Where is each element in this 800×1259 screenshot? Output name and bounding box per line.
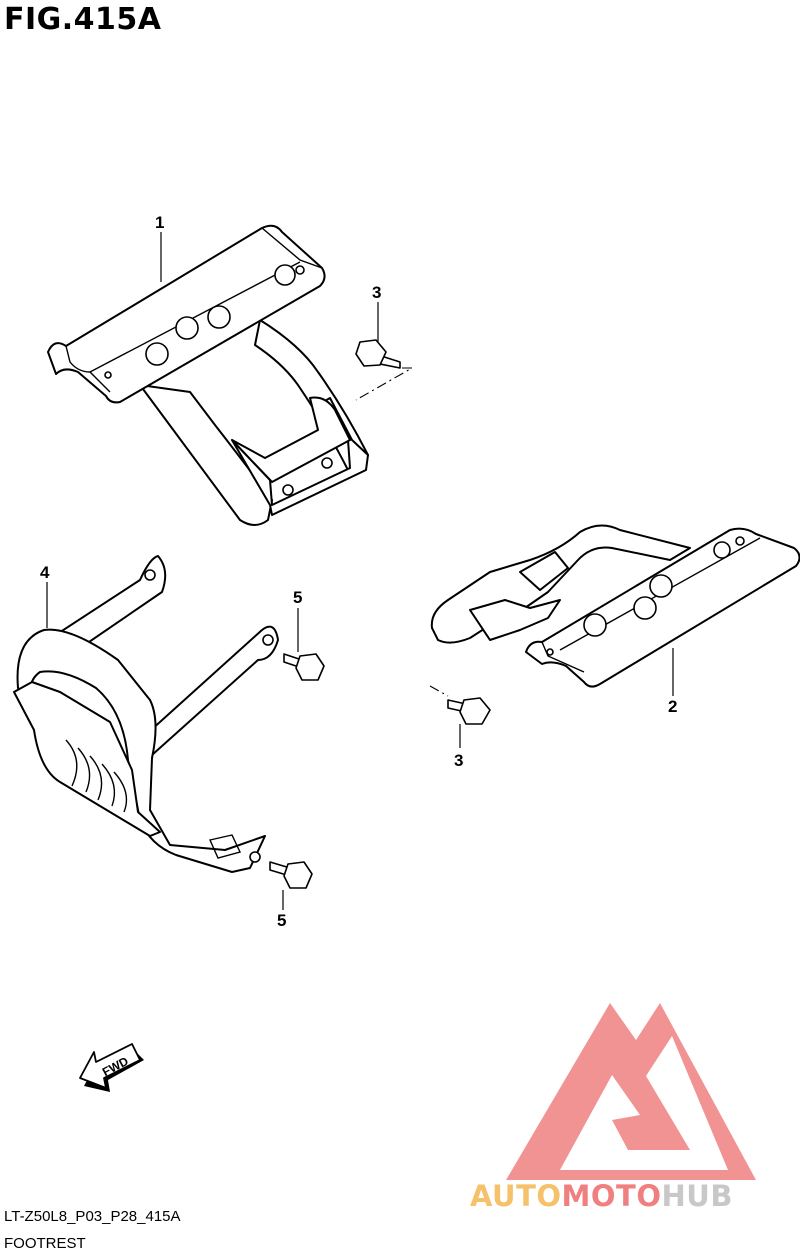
part-5-bolt-lower [269, 861, 313, 889]
callout-3-lower: 3 [454, 751, 463, 770]
watermark-logo: AUTOMOTOHUB [470, 1003, 756, 1213]
part-3-bolt-lower [447, 697, 491, 725]
part-2-footrest-bracket [430, 524, 800, 688]
part-5-bolt-upper [283, 653, 325, 681]
callout-2: 2 [668, 697, 677, 716]
svg-text:AUTOMOTOHUB: AUTOMOTOHUB [470, 1179, 733, 1213]
callout-3-upper: 3 [372, 283, 381, 302]
fwd-arrow-icon: FWD [79, 1043, 144, 1092]
watermark-auto: AUTO [470, 1179, 562, 1213]
part-3-bolt-upper [355, 339, 401, 369]
callout-5-lower: 5 [277, 911, 286, 930]
figure-name: FOOTREST [4, 1235, 86, 1252]
part-4-footrest-guard [13, 555, 279, 873]
callout-5-upper: 5 [293, 588, 302, 607]
figure-code: LT-Z50L8_P03_P28_415A [4, 1208, 181, 1225]
watermark-moto: MOTO [562, 1179, 662, 1213]
callout-1: 1 [155, 213, 164, 232]
watermark-hub: HUB [662, 1179, 733, 1213]
part-1-footrest-bracket [47, 224, 369, 526]
callout-4: 4 [40, 563, 50, 582]
figure-title: FIG.415A [4, 2, 162, 37]
